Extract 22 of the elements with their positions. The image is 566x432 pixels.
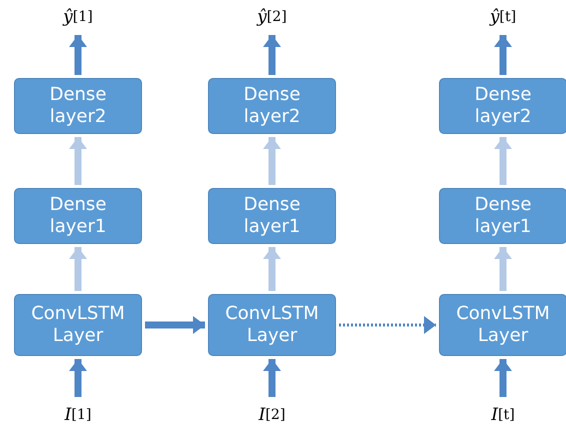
layer-box: Dense layer1 [439,188,566,244]
arrow [69,359,87,397]
arrow [69,35,87,75]
arrow [494,247,512,291]
layer-box: Dense layer2 [208,78,336,134]
layer-box: ConvLSTM Layer [208,294,336,356]
arrow [339,316,436,334]
layer-box: Dense layer2 [14,78,142,134]
arrow [263,247,281,291]
arrow [69,137,87,185]
arrow [263,359,281,397]
layer-box: ConvLSTM Layer [439,294,566,356]
layer-box: ConvLSTM Layer [14,294,142,356]
arrow [494,137,512,185]
arrow [494,359,512,397]
arrow [494,35,512,75]
layer-box: Dense layer2 [439,78,566,134]
layer-box: Dense layer1 [14,188,142,244]
arrow [69,247,87,291]
arrow [145,316,205,334]
arrow [263,137,281,185]
layer-box: Dense layer1 [208,188,336,244]
